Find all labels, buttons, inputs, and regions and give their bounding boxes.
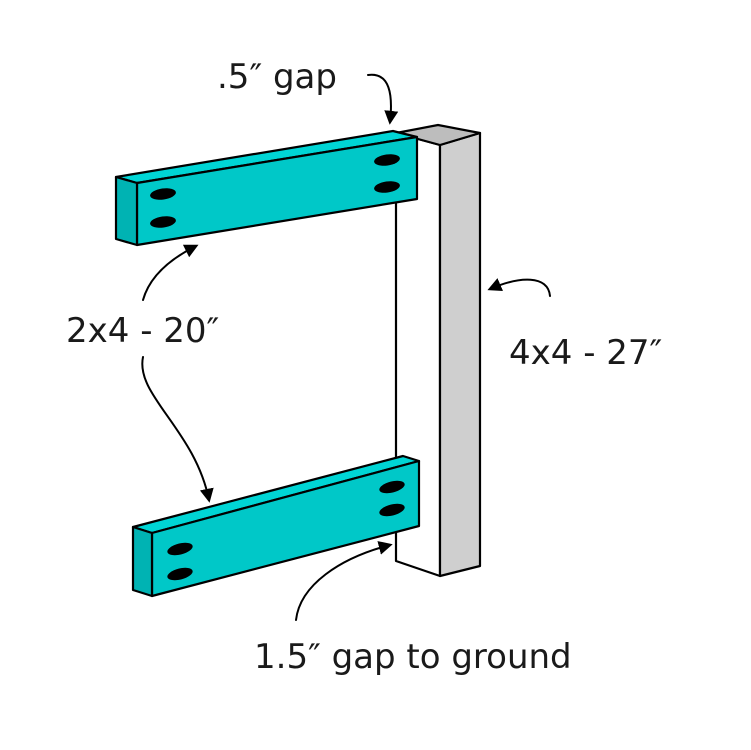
top-gap-label: .5″ gap (217, 57, 337, 97)
bolt-hole (379, 503, 405, 517)
rail-lower (131, 454, 421, 598)
bottom-gap-label: 1.5″ gap to ground (254, 637, 572, 677)
bolt-hole (150, 188, 176, 200)
bolt-hole (374, 181, 400, 193)
rail-upper (114, 129, 419, 247)
post-side-face (438, 131, 482, 578)
rail-lower-end (131, 525, 154, 598)
arrow-rail-lower (141, 356, 214, 503)
arrow-post (487, 278, 551, 297)
rail-lower-front (150, 459, 421, 598)
bolt-hole (150, 216, 176, 228)
arrow-bottom-gap (295, 541, 393, 621)
arrow-rail-upper (142, 244, 199, 301)
bolt-hole (379, 480, 405, 494)
arrow-top-gap (367, 73, 399, 125)
bolt-hole (374, 154, 400, 166)
rail-upper-end (114, 175, 139, 247)
bolt-hole (167, 567, 193, 581)
rail-size-label: 2x4 - 20″ (66, 311, 220, 351)
post-top-face (394, 123, 482, 147)
post-size-label: 4x4 - 27″ (509, 333, 663, 373)
bolt-hole (167, 542, 193, 556)
